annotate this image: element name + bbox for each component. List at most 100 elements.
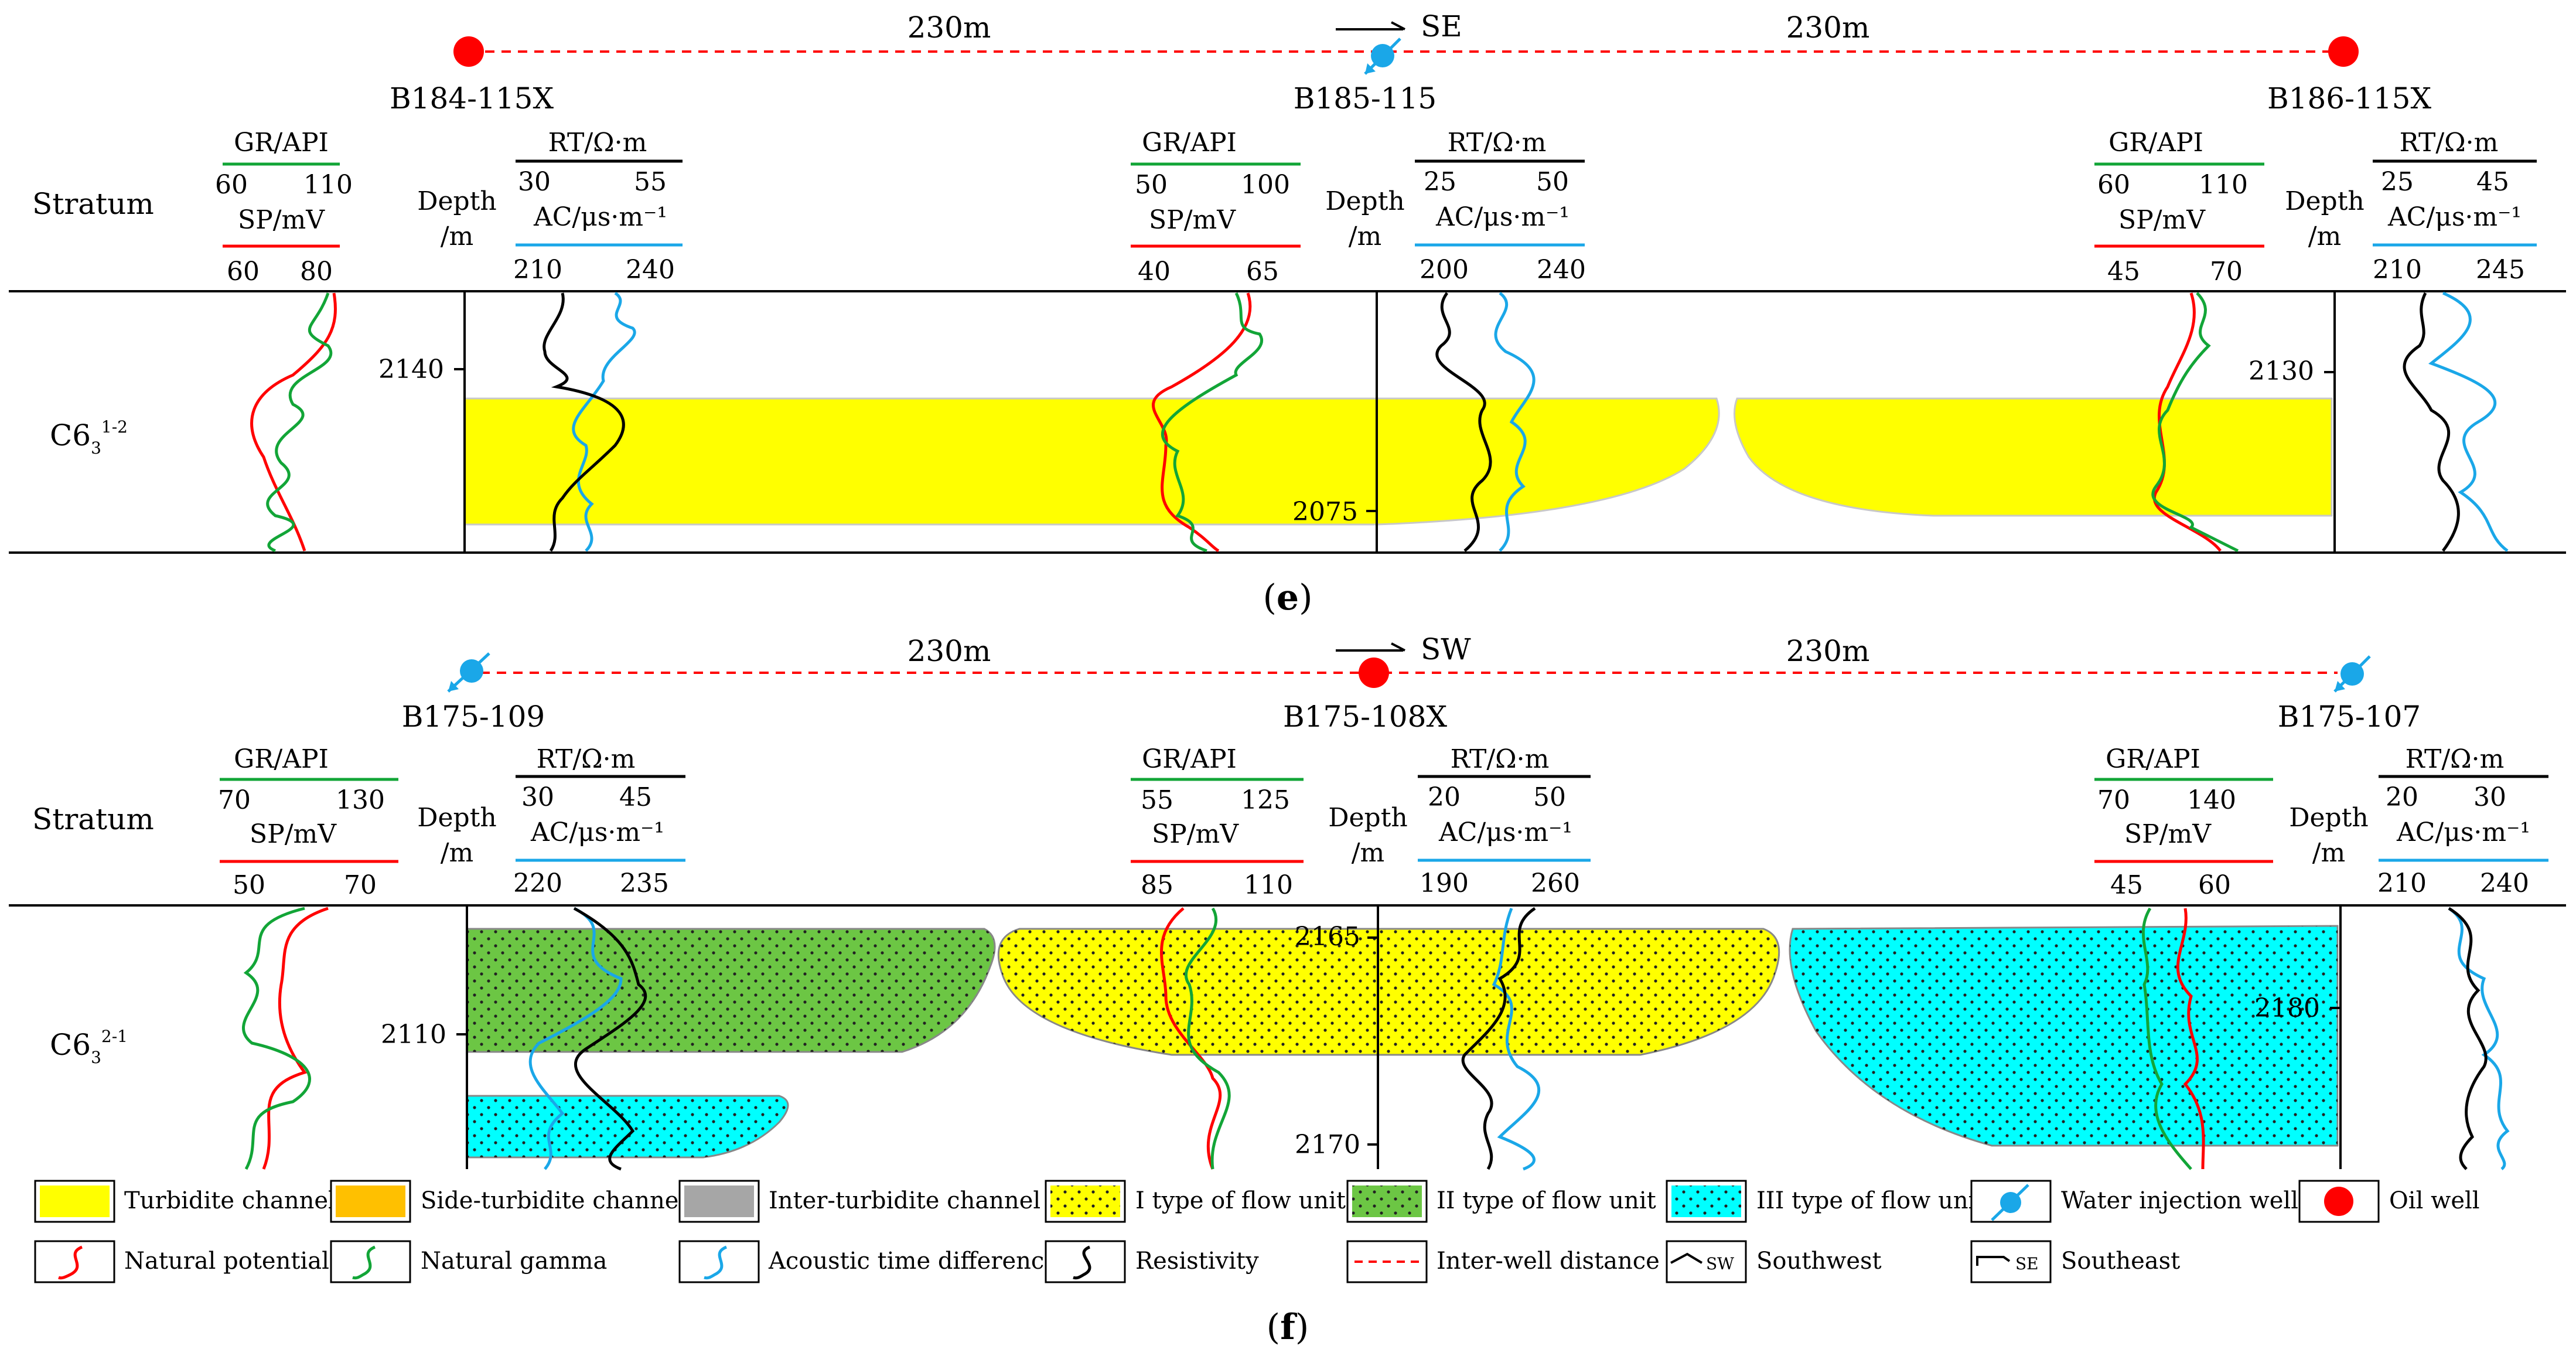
sp-max: 60 [2198,870,2231,900]
ac-min: 190 [1420,868,1469,898]
legend-label: Acoustic time difference [768,1248,1058,1275]
well-name: B186-115X [2267,81,2432,115]
rt-max: 50 [1533,782,1566,812]
ac-min: 220 [513,868,562,898]
sp-max: 65 [1246,257,1279,287]
legend: Turbidite channel Side-turbidite channel… [34,1180,2480,1283]
sp-label: SP/mV [1149,205,1236,235]
gr-min: 50 [1135,170,1168,200]
distance-label: 230m [1786,11,1870,45]
sp-min: 60 [227,257,260,287]
oil-well-icon [2324,1187,2353,1216]
acoustic-curve [1492,908,1541,1171]
stratum-header: Stratum [32,802,154,836]
gr-max: 140 [2187,785,2236,815]
gr-label: GR/API [2106,744,2200,774]
gr-max: 130 [336,785,385,815]
legend-label: Oil well [2389,1187,2480,1214]
legend-label: Turbidite channel [124,1187,336,1214]
resistivity-curve [1435,292,1492,552]
sp-max: 80 [300,257,333,287]
legend-item: Inter-well distance [1346,1240,1660,1283]
well-name: B175-107 [2278,700,2421,734]
legend-label: Inter-turbidite channel [769,1187,1040,1214]
natural-potential-curve [262,907,329,1170]
well-name: B175-109 [402,700,545,734]
oil-well-icon [1359,658,1389,688]
water-injection-well-icon [447,652,490,693]
rt-label: RT/Ω·m [537,744,636,774]
rt-min: 20 [2386,782,2418,812]
turbidite-channel-body [463,397,1720,526]
gr-min: 55 [1141,785,1173,815]
legend-label: Water injection well [2061,1187,2298,1214]
well-name: B185-115 [1294,81,1437,115]
gr-min: 70 [2097,785,2130,815]
ac-label: AC/μs·m⁻¹ [2396,817,2530,847]
legend-item: SE Southeast [1970,1240,2180,1283]
well-name: B175-108X [1283,700,1448,734]
ac-label: AC/μs·m⁻¹ [1438,817,1572,847]
resistivity-curve [543,292,625,552]
stratum-label: C632-1 [50,1027,128,1067]
well-header: GR/API 60 110 SP/mV 45 70 Depth /m RT/Ω·… [2094,128,2537,287]
well-header: GR/API 70 130 SP/mV 50 70 Depth /m RT/Ω·… [218,744,685,900]
legend-label: Side-turbidite channel [421,1187,686,1214]
ac-label: AC/μs·m⁻¹ [2387,202,2522,232]
ac-max: 260 [1531,868,1580,898]
natural-gamma-curve [2151,292,2239,553]
legend-symbol: SE [2015,1254,2039,1273]
panel-f: 230m 230m SW B175-109 B175-108X B175-107… [9,632,2566,1171]
legend-symbol: SW [1706,1254,1734,1273]
direction-arrow [1336,21,1405,30]
resistivity-curve [573,907,647,1171]
natural-gamma-curve [242,907,312,1170]
sp-min: 40 [1138,257,1171,287]
well-header: GR/API 50 100 SP/mV 40 65 Depth /m RT/Ω·… [1131,128,1586,287]
legend-item: Oil well [2298,1180,2480,1223]
natural-gamma-icon [352,1245,376,1280]
gr-label: GR/API [1142,128,1237,158]
well-header: GR/API 70 140 SP/mV 45 60 Depth /m RT/Ω·… [2094,744,2548,900]
panel-e: 230m 230m SE B184-115X B185-115 B186-115… [9,9,2566,618]
depth-title: Depth [417,803,497,833]
rt-min: 30 [521,782,554,812]
distance-label: 230m [907,634,991,668]
dot-pattern [467,1096,788,1157]
rt-min: 20 [1428,782,1461,812]
rt-min: 25 [2381,167,2414,197]
legend-label: Natural potential [124,1248,329,1275]
gr-label: GR/API [1142,744,1237,774]
ac-max: 240 [2480,868,2529,898]
oil-well-icon [2328,36,2359,67]
legend-label: III type of flow unit [1756,1187,1985,1214]
rt-min: 30 [518,167,551,197]
stratum-header: Stratum [32,187,154,221]
gr-max: 110 [2199,170,2248,200]
depth-unit: /m [2308,222,2342,251]
legend-item: Natural gamma [330,1240,607,1283]
rt-min: 25 [1424,167,1456,197]
sp-max: 110 [1244,870,1293,900]
ac-min: 200 [1420,255,1469,285]
ac-max: 240 [626,255,675,285]
resistivity-curve [2403,292,2460,552]
dot-pattern [467,929,995,1052]
sp-label: SP/mV [250,819,337,849]
gr-max: 110 [303,170,353,200]
well-name: B184-115X [390,81,554,115]
legend-item: I type of flow unit [1045,1180,1346,1223]
natural-potential-curve [1152,292,1252,553]
rt-label: RT/Ω·m [1448,128,1547,158]
well-header: GR/API 60 110 SP/mV 60 80 Depth /m RT/Ω·… [215,128,683,287]
depth-unit: /m [1352,838,1385,868]
natural-potential-curve [250,292,337,551]
legend-label: I type of flow unit [1135,1187,1346,1214]
panel-caption: (f) [1267,1307,1309,1348]
legend-item: Natural potential [34,1240,329,1283]
depth-unit: /m [1349,222,1382,251]
rt-max: 50 [1536,167,1569,197]
natural-gamma-curve [266,292,333,553]
legend-label: Resistivity [1135,1248,1259,1275]
